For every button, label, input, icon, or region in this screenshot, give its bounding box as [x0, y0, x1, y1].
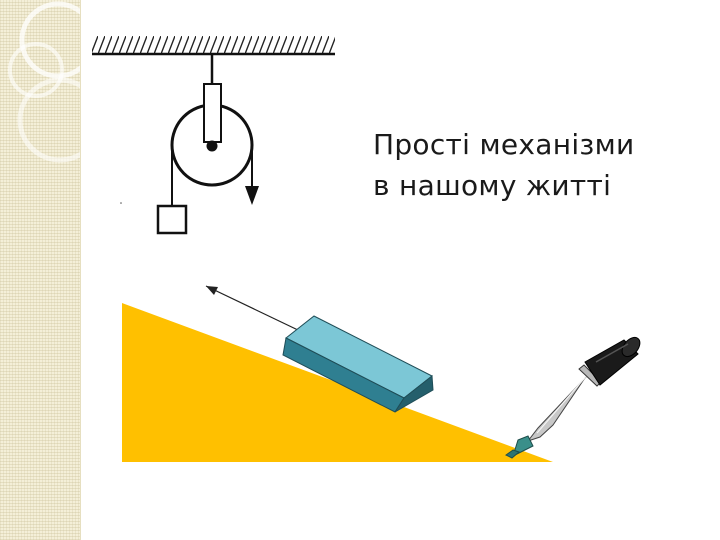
stray-dot	[120, 202, 122, 204]
shaft-highlight	[536, 372, 590, 434]
handle-end	[621, 336, 641, 358]
pulley-icon	[92, 36, 335, 235]
title-line-2: в нашому житті	[373, 169, 612, 202]
arrow-down-icon	[245, 186, 259, 205]
ceiling-hatch	[92, 36, 335, 54]
block-side	[394, 375, 434, 413]
screwdriver-shaft	[526, 368, 592, 442]
decorative-side-band	[0, 0, 81, 540]
screwdriver-icon	[526, 336, 641, 442]
band-circles-decor	[8, 1, 80, 163]
pulley-axle	[206, 140, 218, 152]
load-weight	[156, 204, 188, 235]
pulley-bracket	[203, 83, 222, 143]
title-line-1: Прості механізми	[373, 128, 635, 161]
slide-title: Прості механізми в нашому житті	[373, 124, 635, 206]
pull-arrow-line	[205, 285, 301, 332]
screw-icon	[505, 435, 534, 459]
inclined-plane-icon	[122, 285, 553, 462]
handle-ridge	[595, 343, 629, 363]
screw-tip	[505, 449, 520, 459]
arrow-up-left-icon	[206, 286, 218, 295]
